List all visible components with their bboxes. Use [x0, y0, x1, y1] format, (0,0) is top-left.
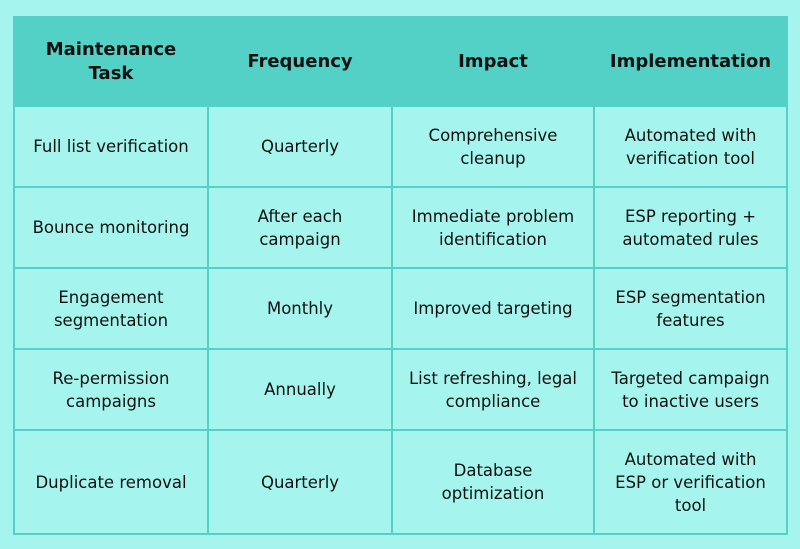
- cell-frequency: After each campaign: [207, 186, 393, 269]
- cell-frequency: Annually: [207, 348, 393, 431]
- table-row: Bounce monitoring After each campaign Im…: [13, 186, 788, 269]
- table-body: Full list verification Quarterly Compreh…: [13, 105, 788, 535]
- cell-implementation: ESP segmentation features: [593, 267, 788, 350]
- header-frequency: Frequency: [207, 16, 393, 107]
- maintenance-table: Maintenance Task Frequency Impact Implem…: [13, 16, 788, 535]
- cell-impact: Comprehensive cleanup: [391, 105, 595, 188]
- header-maintenance-task: Maintenance Task: [13, 16, 209, 107]
- cell-impact: Improved targeting: [391, 267, 595, 350]
- cell-impact: List refreshing, legal compliance: [391, 348, 595, 431]
- table-row: Full list verification Quarterly Compreh…: [13, 105, 788, 188]
- table-row: Duplicate removal Quarterly Database opt…: [13, 429, 788, 535]
- cell-implementation: ESP reporting + automated rules: [593, 186, 788, 269]
- cell-implementation: Targeted campaign to inactive users: [593, 348, 788, 431]
- cell-frequency: Monthly: [207, 267, 393, 350]
- header-impact: Impact: [391, 16, 595, 107]
- cell-task: Full list verification: [13, 105, 209, 188]
- table-header: Maintenance Task Frequency Impact Implem…: [13, 16, 788, 107]
- table-row: Re-permission campaigns Annually List re…: [13, 348, 788, 431]
- cell-frequency: Quarterly: [207, 105, 393, 188]
- cell-task: Re-permission campaigns: [13, 348, 209, 431]
- cell-task: Duplicate removal: [13, 429, 209, 535]
- cell-implementation: Automated with verification tool: [593, 105, 788, 188]
- header-row: Maintenance Task Frequency Impact Implem…: [13, 16, 788, 107]
- cell-task: Engagement segmentation: [13, 267, 209, 350]
- cell-implementation: Automated with ESP or verification tool: [593, 429, 788, 535]
- cell-impact: Immediate problem identification: [391, 186, 595, 269]
- table-row: Engagement segmentation Monthly Improved…: [13, 267, 788, 350]
- cell-task: Bounce monitoring: [13, 186, 209, 269]
- cell-impact: Database optimization: [391, 429, 595, 535]
- cell-frequency: Quarterly: [207, 429, 393, 535]
- maintenance-table-container: Maintenance Task Frequency Impact Implem…: [13, 16, 788, 535]
- header-implementation: Implementation: [593, 16, 788, 107]
